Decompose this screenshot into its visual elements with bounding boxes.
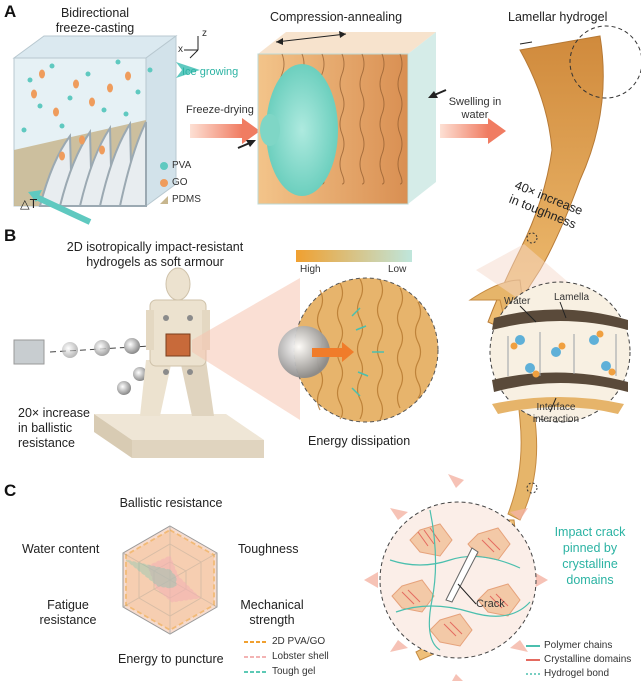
energy-dissipation-circle [278, 277, 439, 423]
projectile-and-spheres [13, 338, 161, 395]
crack-legend-lines [526, 645, 540, 675]
impact-crack-text: Impact crack pinned by crystalline domai… [554, 525, 626, 587]
radar-axis-mechanical: Mechanical strength [240, 598, 304, 627]
interface-interaction-label: Interface interaction [532, 402, 580, 425]
radar-axis-ballistic: Ballistic resistance [119, 496, 223, 510]
radar-axis-water: Water content [22, 542, 100, 556]
freeze-drying-label: Freeze-drying [186, 104, 254, 116]
radar-axis-puncture: Energy to puncture [118, 652, 224, 666]
delta-t-label: △T [20, 197, 38, 211]
legend-crystalline-domains: Crystalline domains [544, 654, 632, 665]
radar-axis-toughness: Toughness [238, 542, 299, 556]
freeze-drying-arrow [190, 118, 260, 144]
legend-pdms: PDMS [172, 194, 201, 205]
legend-pva: PVA [172, 160, 192, 171]
legend-polymer-chains: Polymer chains [544, 640, 613, 651]
swelling-arrow [440, 118, 506, 144]
swelling-label: Swelling in water [448, 96, 502, 121]
legend-tough-gel: Tough gel [272, 666, 316, 677]
ballistic-increase-label: 20× increase in ballistic resistance [18, 406, 90, 450]
crack-label: Crack [476, 598, 505, 610]
panel-c-legend-lines [244, 641, 266, 673]
gradient-high-label: High [300, 264, 321, 275]
lamella-label: Lamella [554, 292, 590, 303]
panel-a-legend-symbols [160, 162, 168, 204]
legend-go: GO [172, 177, 188, 188]
panel-a-freeze-casting-box [12, 35, 178, 207]
freeze-casting-label: Bidirectional freeze-casting [55, 6, 135, 35]
zoom-beam [192, 278, 300, 420]
lamella-zoom-circle [476, 244, 631, 423]
armour-mannequin [94, 267, 264, 458]
compression-annealing-label: Compression-annealing [270, 10, 403, 24]
panel-b-title: 2D isotropically impact-resistant hydrog… [66, 240, 244, 269]
ice-growing-label: Ice growing [182, 66, 239, 78]
compression-block [257, 32, 436, 205]
legend-lobster-shell: Lobster shell [272, 651, 329, 662]
radar-axis-fatigue: Fatigue resistance [39, 598, 97, 627]
lamellar-hydrogel-label: Lamellar hydrogel [508, 10, 608, 24]
energy-gradient-bar [296, 250, 412, 262]
compression-arrows [237, 31, 447, 149]
axis-x-label: x [178, 44, 183, 55]
crack-circle [364, 474, 548, 681]
water-label: Water [504, 296, 531, 307]
delta-t-arrow [28, 190, 92, 225]
gradient-low-label: Low [388, 264, 407, 275]
legend-2d-pva-go: 2D PVA/GO [272, 636, 326, 647]
panel-label-a: A [4, 2, 17, 21]
coordinate-axes [184, 36, 199, 59]
panel-label-c: C [4, 481, 17, 500]
panel-label-b: B [4, 226, 17, 245]
axis-z-label: z [202, 28, 207, 39]
legend-hydrogel-bond: Hydrogel bond [544, 668, 610, 679]
energy-dissipation-label: Energy dissipation [308, 434, 411, 448]
radar-chart [122, 525, 218, 635]
ice-growing-arrow [176, 62, 200, 78]
